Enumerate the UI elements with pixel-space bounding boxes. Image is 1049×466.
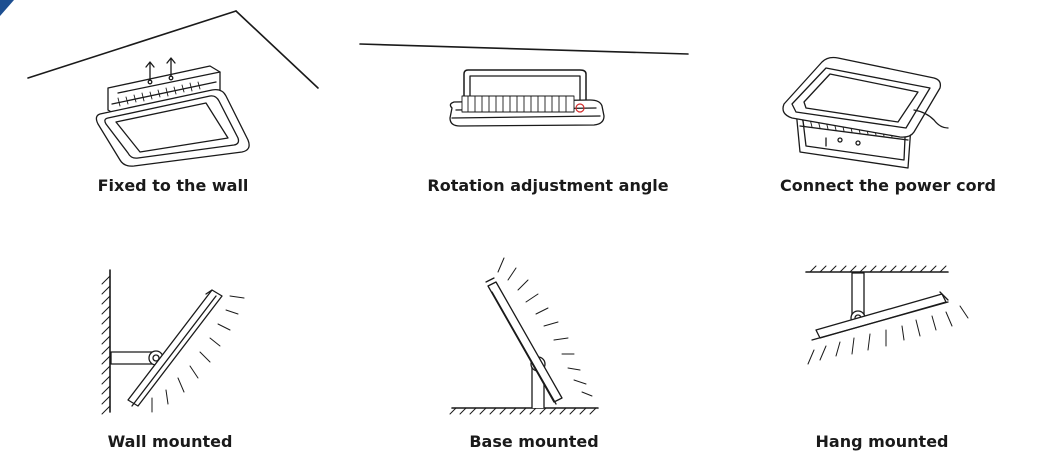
corner-tab <box>0 0 14 16</box>
caption-connect-power-cord: Connect the power cord <box>780 176 996 195</box>
power-cord-illustration <box>782 56 949 169</box>
caption-rotation-adjustment: Rotation adjustment angle <box>427 176 669 195</box>
caption-hang-mounted: Hang mounted <box>815 432 949 451</box>
base-mounted-illustration <box>449 257 599 415</box>
rotation-screw-mark <box>575 103 585 113</box>
caption-wall-mounted: Wall mounted <box>107 432 233 451</box>
caption-base-mounted: Base mounted <box>469 432 599 451</box>
hang-mounted-illustration <box>805 265 969 365</box>
arrow-up-icon <box>166 57 176 77</box>
rotation-adjustment-illustration <box>359 43 689 127</box>
caption-fixed-to-wall: Fixed to the wall <box>97 176 249 195</box>
arrow-up-icon <box>145 61 155 81</box>
fixed-to-wall-illustration <box>27 10 319 167</box>
wall-mounted-illustration <box>101 269 245 415</box>
